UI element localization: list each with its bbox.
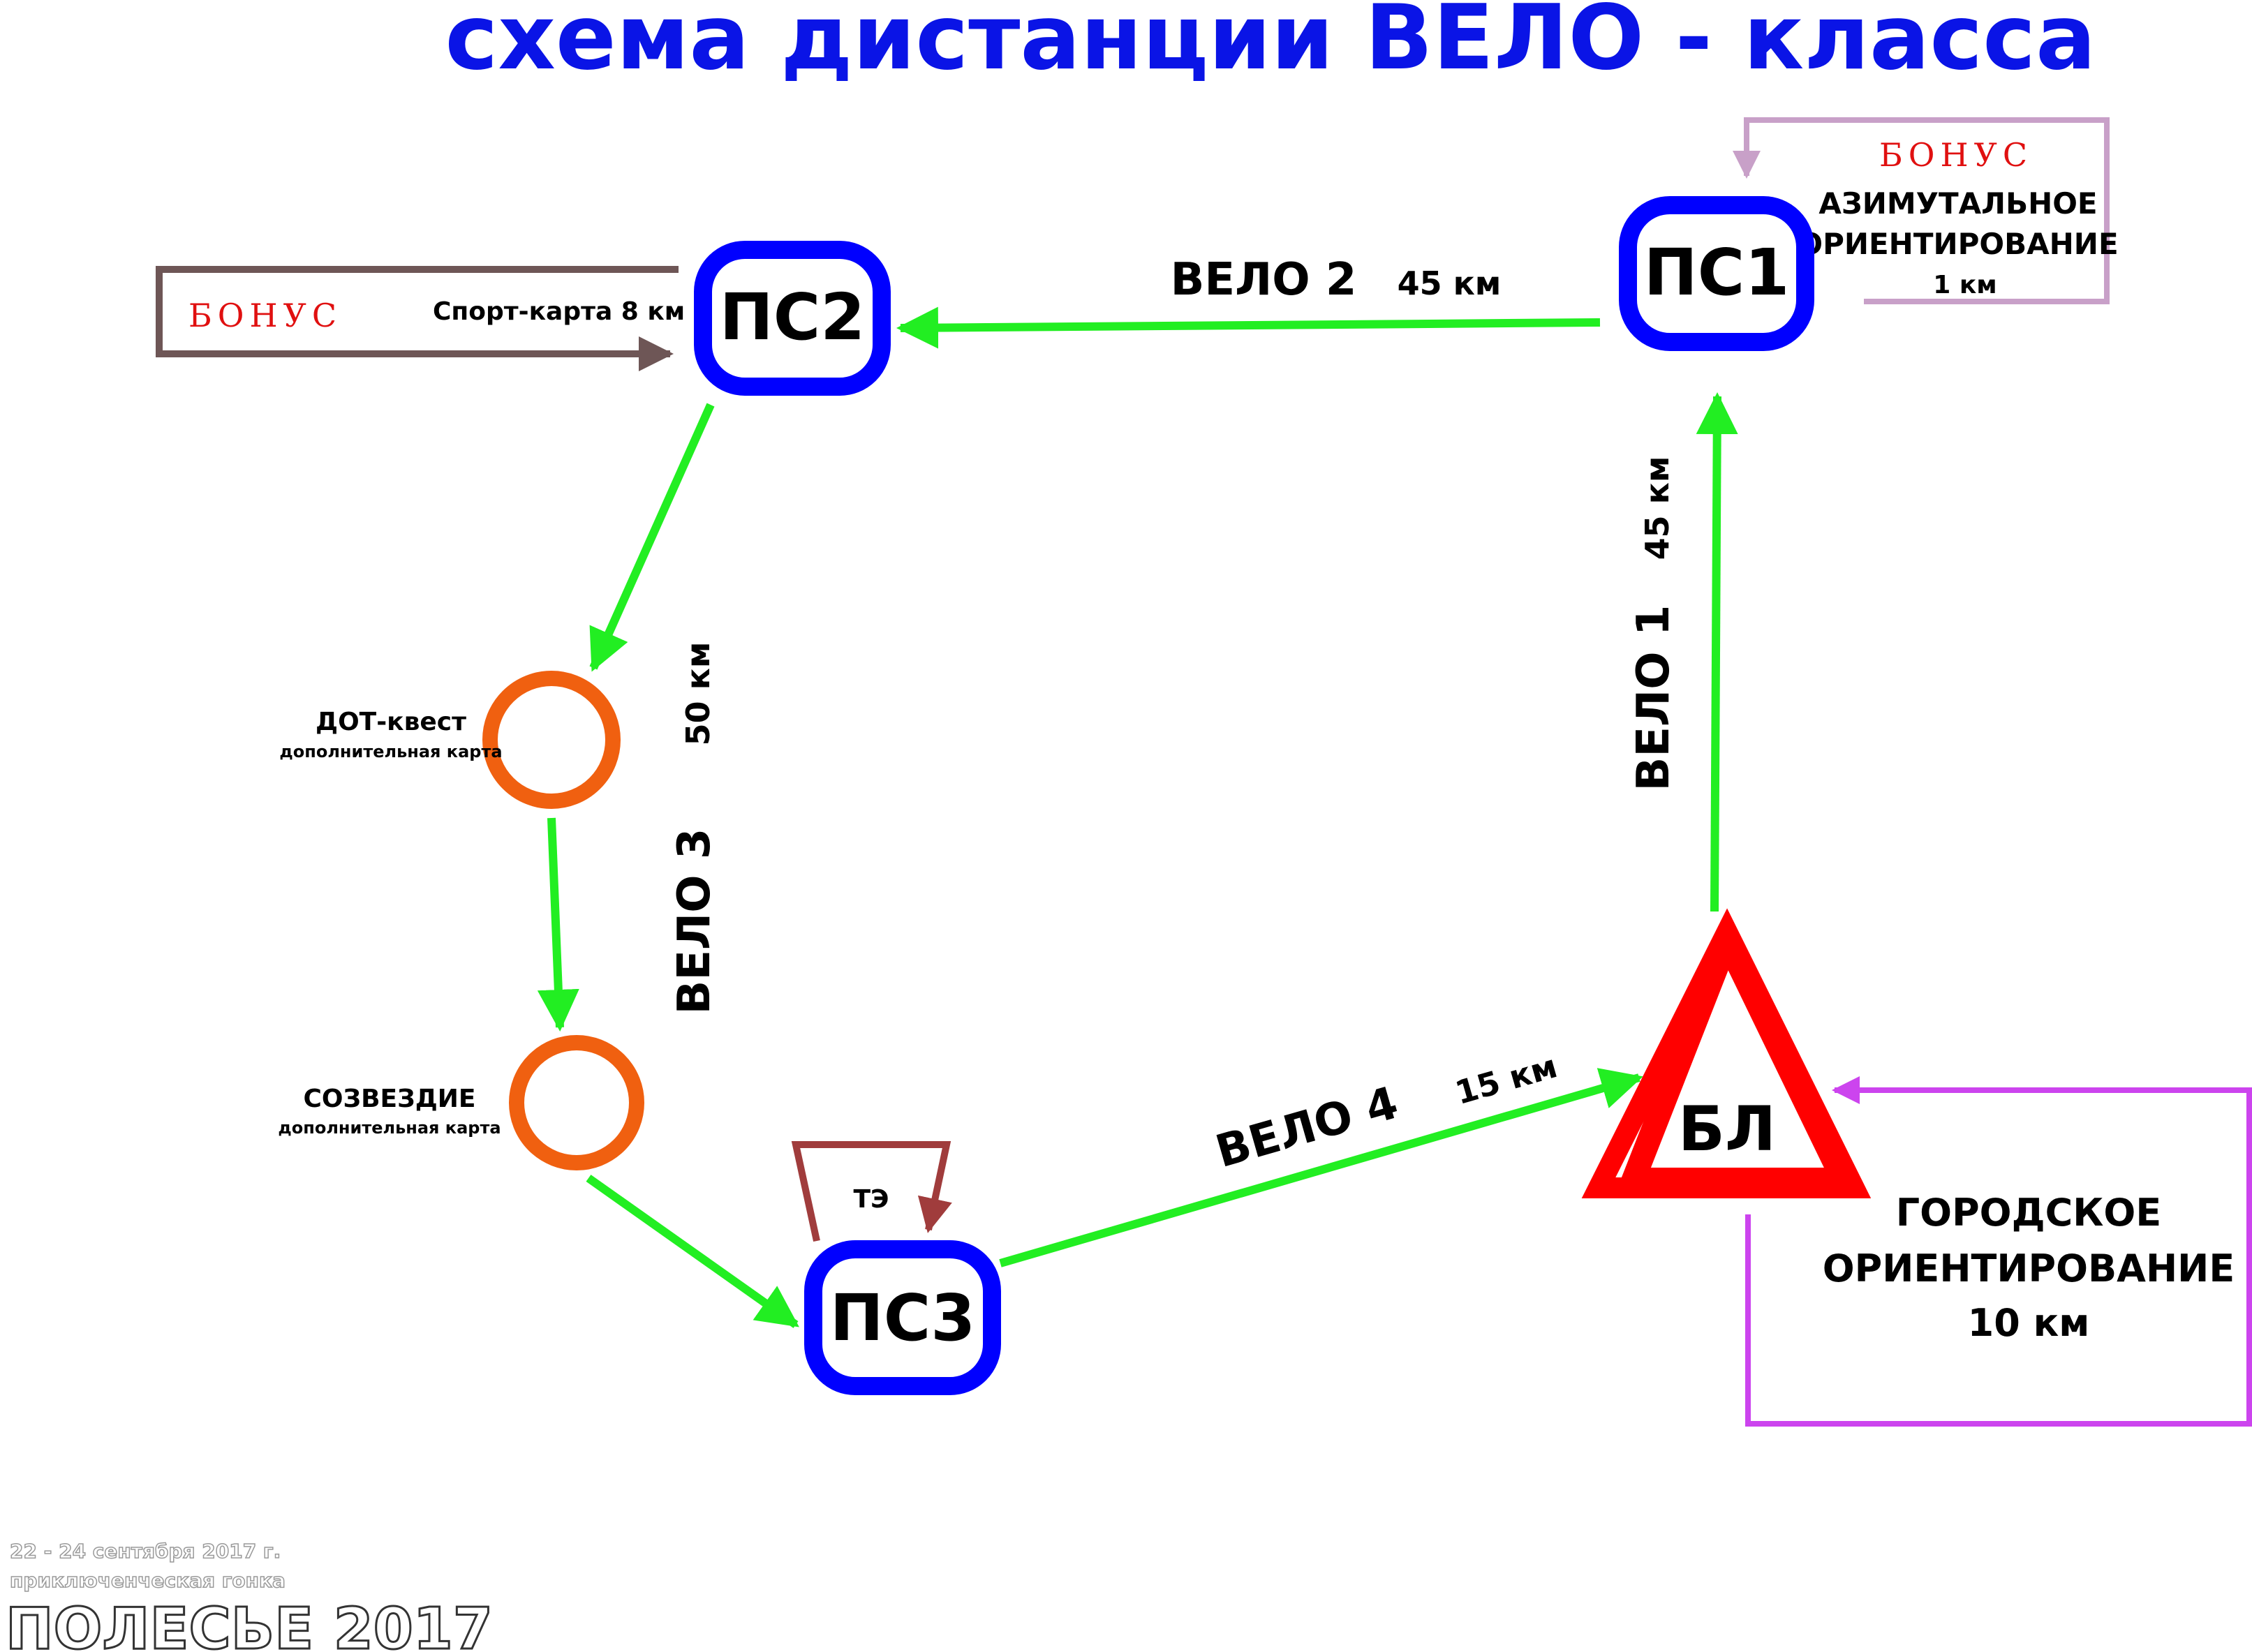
footer-race: приключенческая гонка <box>10 1569 286 1592</box>
bonus-ps2-text: Спорт-карта 8 км <box>433 297 685 326</box>
checkpoint-dot-sub: дополнительная карта <box>279 742 502 761</box>
route-arrow-velo1 <box>1696 392 1738 912</box>
base-camp-outline <box>1581 908 1872 1198</box>
footer-dates: 22 - 24 сентября 2017 г. <box>10 1540 281 1563</box>
bonus-ps1-loop <box>1733 117 2110 304</box>
checkpoint-dot-quest <box>482 671 621 809</box>
bonus-ps2-loop <box>156 266 679 371</box>
bonus-ps1-label: БОНУС <box>1879 136 2033 174</box>
station-ps3 <box>804 1240 1001 1395</box>
footer-brand: ПОЛЕСЬЕ 2017 <box>6 1596 493 1652</box>
leg-velo1-label: ВЕЛО 1 <box>1628 605 1680 791</box>
te-loop <box>791 1141 952 1242</box>
diagram-title: схема дистанции ВЕЛО - класса <box>445 0 2096 90</box>
station-ps1-label: ПС1 <box>1644 235 1790 310</box>
route-arrow-velo2 <box>896 306 1601 349</box>
leg-velo3-distance: 50 км <box>679 642 717 746</box>
station-ps3-label: ПС3 <box>830 1281 976 1355</box>
bonus-ps1-line3: 1 км <box>1933 271 1997 299</box>
route-arrow-dot-to-sozvezdie <box>537 817 579 1032</box>
bonus-ps1-line1: АЗИМУТАЛЬНОЕ <box>1818 186 2097 221</box>
checkpoint-sozvezdie-name: СОЗВЕЗДИЕ <box>304 1085 476 1113</box>
city-line1: ГОРОДСКОЕ <box>1896 1191 2161 1235</box>
leg-velo4-label: ВЕЛО 4 <box>1210 1077 1404 1178</box>
city-orienteering-loop <box>1745 1076 2252 1427</box>
checkpoint-dot-name: ДОТ-квест <box>316 708 466 736</box>
leg-velo1-distance: 45 км <box>1638 456 1676 560</box>
city-line3: 10 км <box>1968 1301 2090 1345</box>
station-ps1 <box>1619 196 1814 351</box>
te-label: ТЭ <box>854 1185 889 1214</box>
bonus-ps2-label: БОНУС <box>188 297 342 334</box>
checkpoint-sozvezdie <box>509 1035 644 1170</box>
leg-velo2-distance: 45 км <box>1398 265 1502 302</box>
route-arrow-ps2-to-dot <box>589 403 715 672</box>
leg-velo3-label: ВЕЛО 3 <box>669 828 720 1015</box>
checkpoint-sozvezdie-sub: дополнительная карта <box>278 1118 501 1138</box>
leg-velo2-label: ВЕЛО 2 <box>1171 254 1357 306</box>
route-arrow-velo4 <box>999 1068 1643 1267</box>
station-ps2 <box>694 241 891 396</box>
city-line2: ОРИЕНТИРОВАНИЕ <box>1823 1247 2235 1290</box>
station-ps2-label: ПС2 <box>720 280 866 355</box>
route-arrow-sozvezdie-to-ps3 <box>586 1175 799 1328</box>
base-camp-label: БЛ <box>1678 1093 1776 1165</box>
bonus-ps1-line2: ОРИЕНТИРОВАНИЕ <box>1798 227 2118 261</box>
